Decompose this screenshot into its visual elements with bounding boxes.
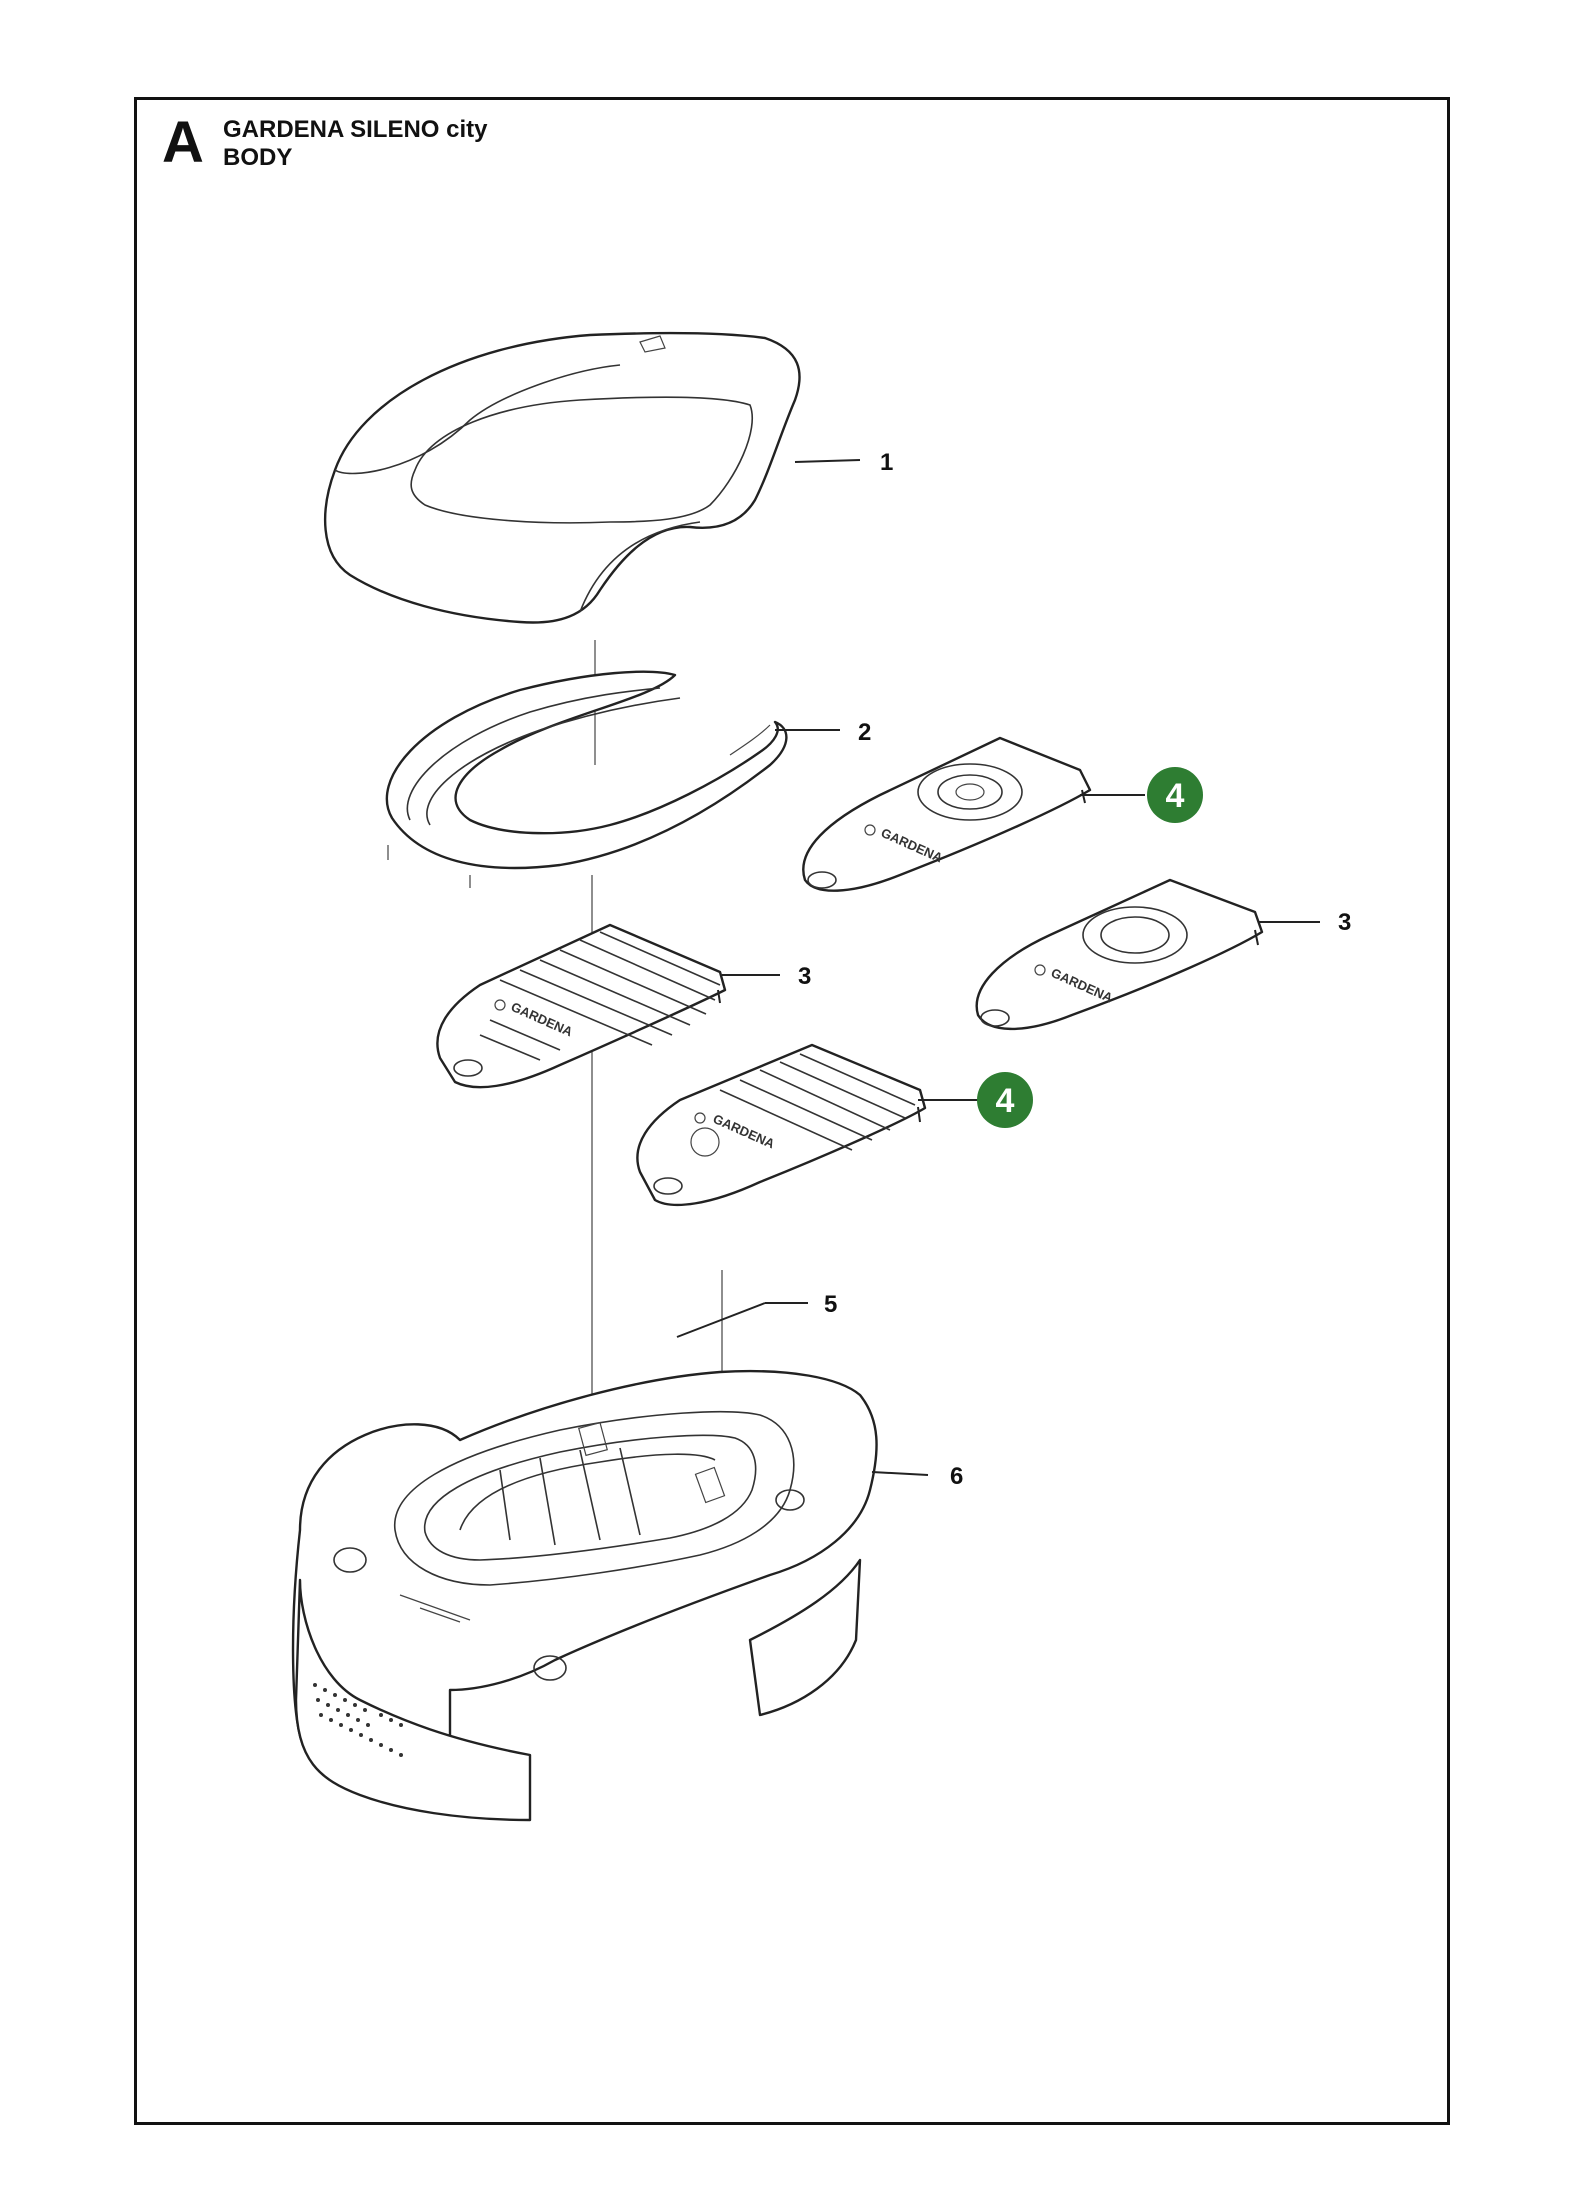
- callout-4-upper-badge: 4: [1147, 767, 1203, 823]
- callout-3-right: 3: [1338, 909, 1351, 936]
- callout-5: 5: [824, 1291, 837, 1318]
- callout-6: 6: [950, 1463, 963, 1490]
- section-letter: A: [162, 110, 204, 175]
- part-rod[interactable]: [676, 1302, 766, 1338]
- callout-3-left: 3: [798, 963, 811, 990]
- callout-2: 2: [858, 719, 871, 746]
- callout-4-center-badge: 4: [977, 1072, 1033, 1128]
- part-hatch-slatted-center[interactable]: GARDENA: [636, 1043, 927, 1207]
- part-hatch-display-upper[interactable]: GARDENA: [802, 736, 1092, 892]
- leader-1: [794, 459, 861, 463]
- callout-4-upper: 4: [1166, 777, 1185, 815]
- speaker-grille: [313, 1683, 403, 1757]
- model-name: GARDENA SILENO city: [223, 116, 488, 143]
- title-block: GARDENA SILENO city BODY: [223, 116, 487, 172]
- leader-6: [871, 1471, 929, 1476]
- callout-4-center: 4: [996, 1082, 1015, 1120]
- part-chassis[interactable]: [291, 1369, 878, 1822]
- part-top-cover[interactable]: [323, 331, 801, 624]
- page-frame: [134, 97, 1450, 2125]
- part-hatch-slatted-left[interactable]: GARDENA: [436, 923, 727, 1089]
- assembly-name: BODY: [223, 144, 293, 171]
- callout-1: 1: [880, 449, 893, 476]
- part-frame-gasket[interactable]: [385, 670, 788, 888]
- part-hatch-display-right[interactable]: GARDENA: [975, 878, 1264, 1031]
